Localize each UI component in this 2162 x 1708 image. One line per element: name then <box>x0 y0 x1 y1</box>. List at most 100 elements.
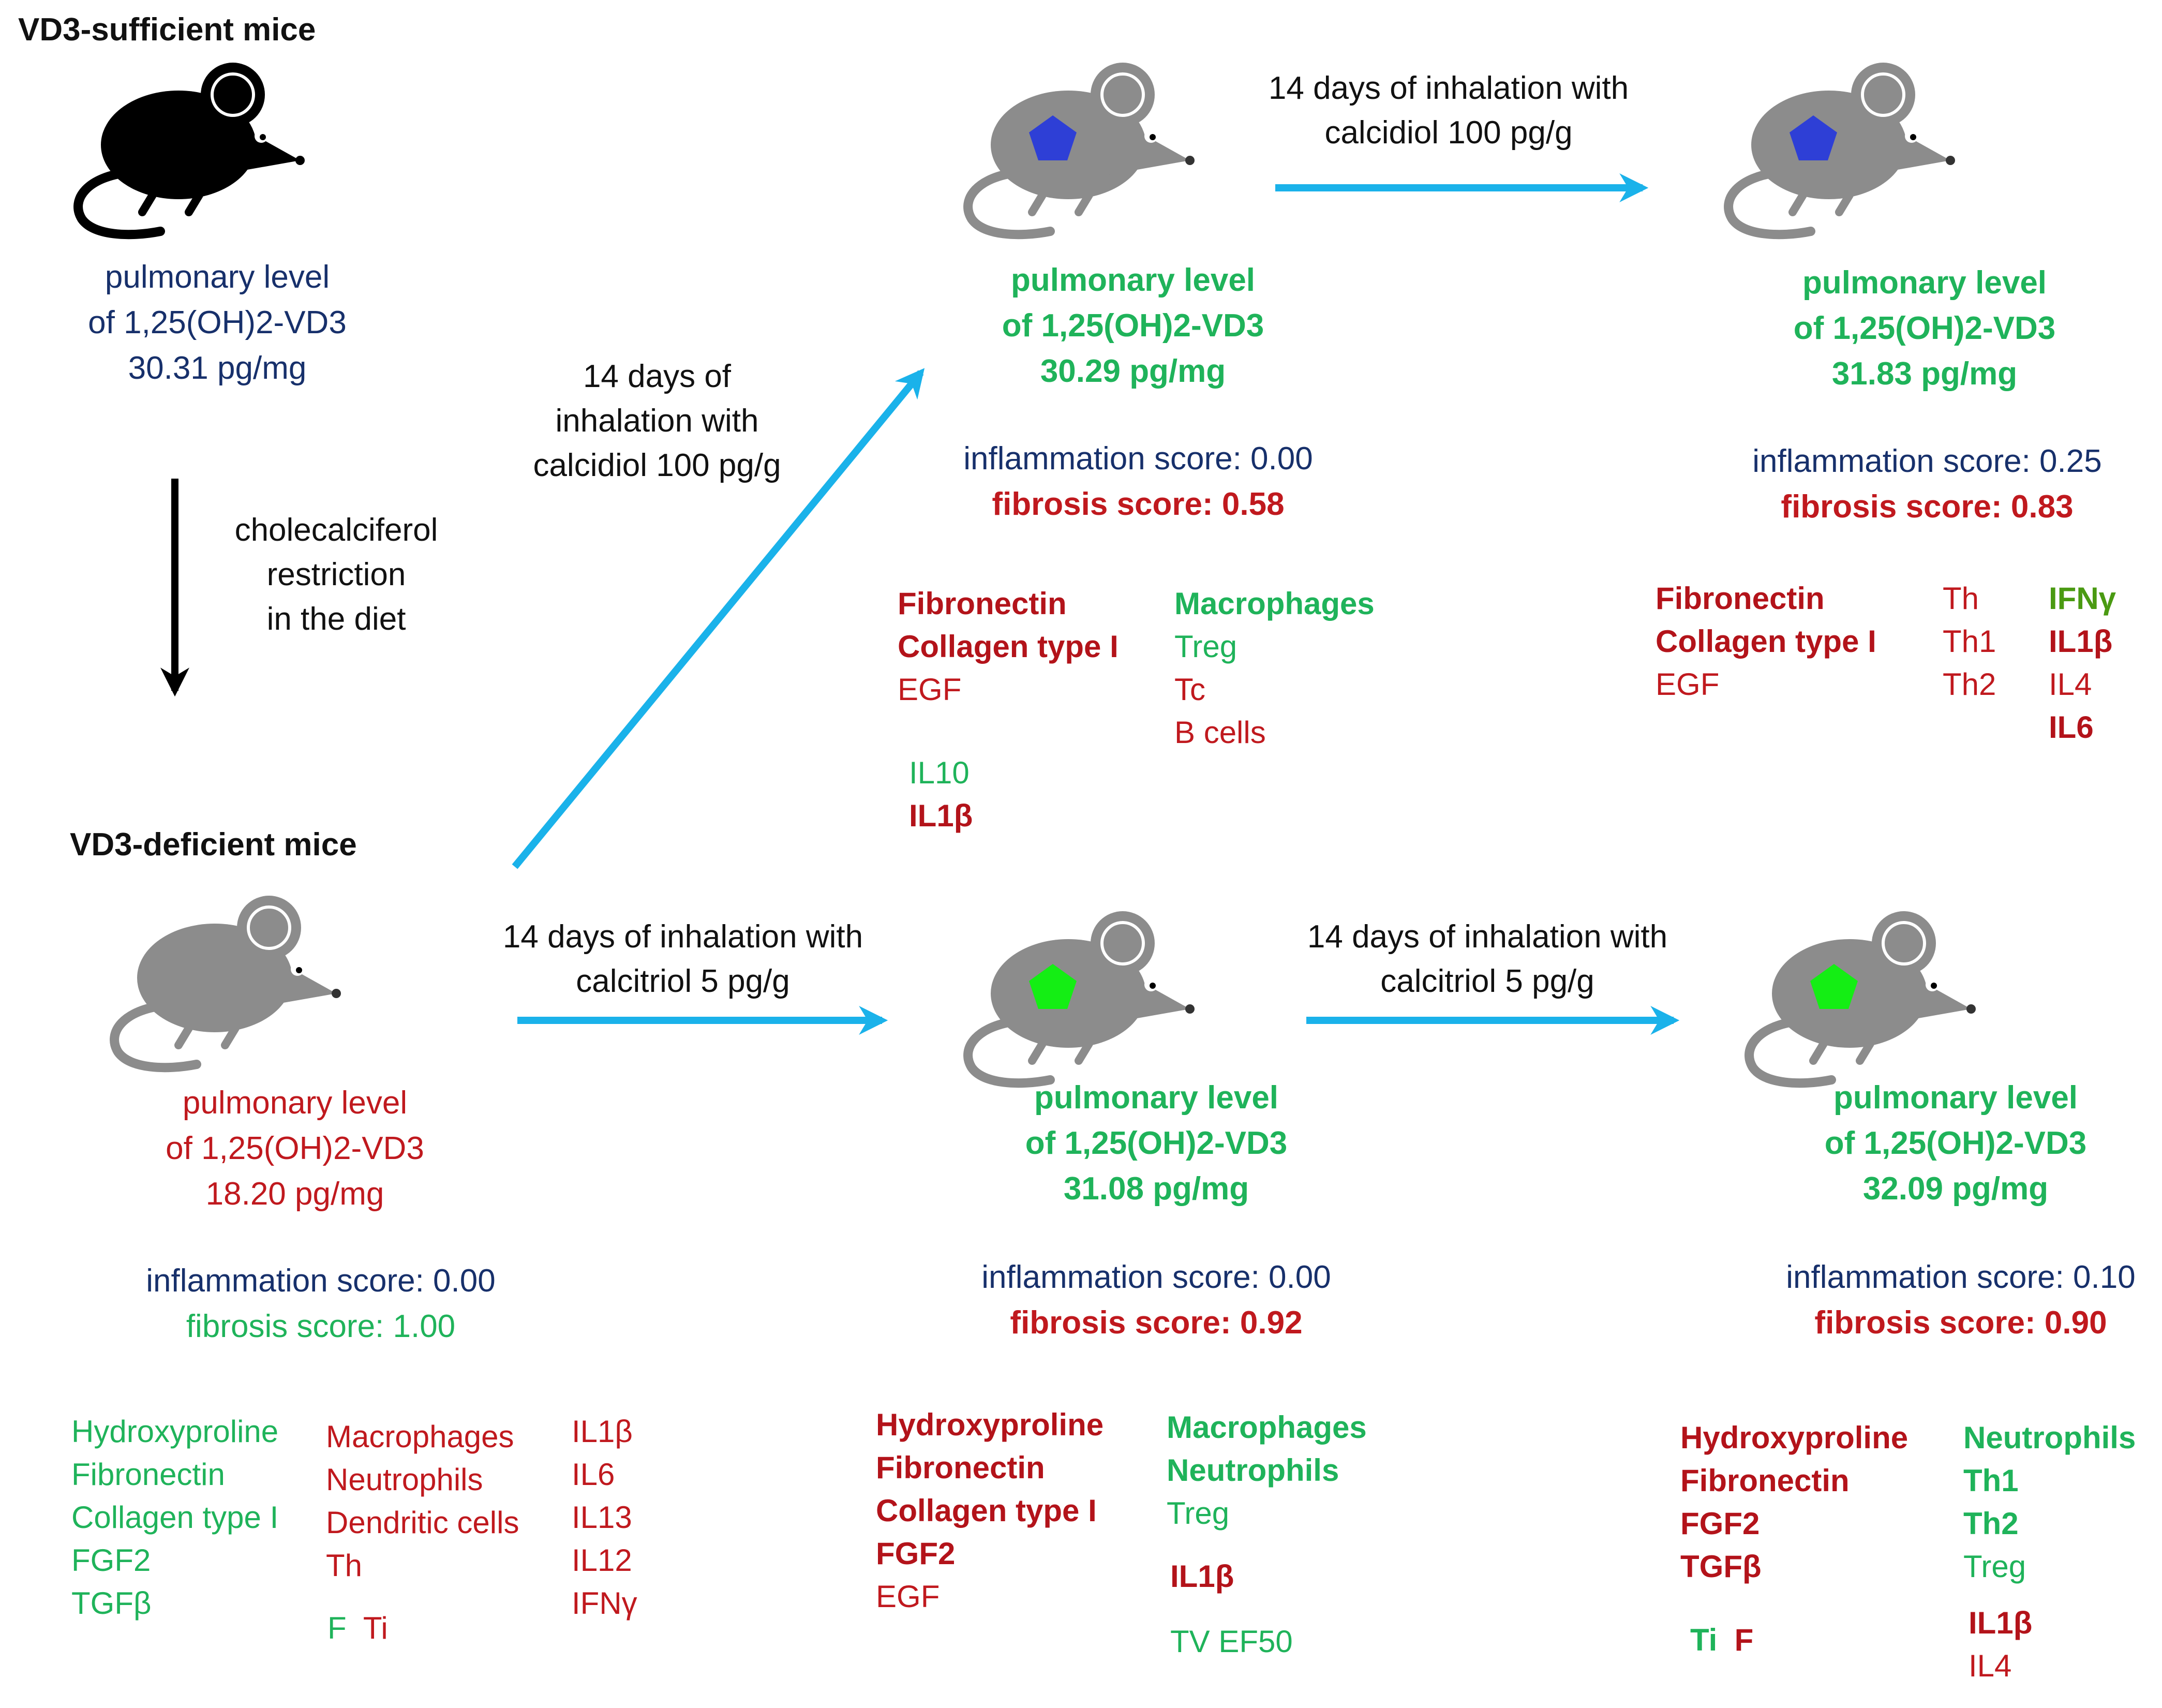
marker: B cells <box>1174 715 1266 750</box>
marker: Th1 <box>1963 1463 2019 1498</box>
blue-pentagon-icon <box>1790 115 1837 160</box>
calcidiol-1-markers-col-2: Macrophages Treg Tc B cells <box>1174 582 1375 754</box>
level-line-3: 18.20 pg/mg <box>205 1176 384 1212</box>
marker: Hydroxyproline <box>1680 1420 1908 1455</box>
marker-f: F <box>327 1611 347 1645</box>
level-line-1: pulmonary level <box>1833 1080 2078 1116</box>
marker: Th2 <box>1943 667 1996 702</box>
grey-mouse-calcidiol-1-icon <box>963 63 1195 240</box>
marker: IL6 <box>2049 710 2094 745</box>
level-line-1: pulmonary level <box>105 259 330 295</box>
level-line-3: 30.29 pg/mg <box>1040 353 1226 389</box>
restriction-line-1: cholecalciferol <box>234 512 438 548</box>
marker-ti: Ti <box>1690 1623 1718 1657</box>
calcitriol-1-tv-ef50: TV EF50 <box>1170 1624 1293 1659</box>
calcitriol-1-markers-col-2: Macrophages Neutrophils Treg <box>1167 1406 1367 1535</box>
marker: Treg <box>1167 1496 1230 1531</box>
level-line-1: pulmonary level <box>182 1085 408 1121</box>
marker: Th1 <box>1943 624 1996 659</box>
deficient-level: pulmonary level of 1,25(OH)2-VD3 18.20 p… <box>114 1080 476 1217</box>
top-arrow-label: 14 days of inhalation with calcidiol 100… <box>1221 66 1676 155</box>
marker: Th2 <box>1963 1506 2019 1541</box>
level-line-2: of 1,25(OH)2-VD3 <box>1025 1125 1288 1161</box>
marker: Fibronectin <box>876 1450 1045 1485</box>
inflammation-score: inflammation score: 0.10 <box>1786 1259 2136 1295</box>
sufficient-title: VD3-sufficient mice <box>18 12 316 48</box>
marker: IL4 <box>1969 1648 2012 1683</box>
calcidiol-1-scores: inflammation score: 0.00 fibrosis score:… <box>854 436 1423 527</box>
calcidiol-1-level: pulmonary level of 1,25(OH)2-VD3 30.29 p… <box>952 258 1314 394</box>
marker-ti: Ti <box>363 1611 388 1645</box>
arrow-label-line-2: calcidiol 100 pg/g <box>1324 115 1573 151</box>
marker: Macrophages <box>1174 586 1375 621</box>
marker: Collagen type I <box>876 1493 1097 1528</box>
level-line-3: 31.83 pg/mg <box>1831 356 2018 392</box>
grey-mouse-calcitriol-1-icon <box>963 911 1195 1088</box>
marker: Neutrophils <box>1167 1453 1339 1488</box>
marker: Fibronectin <box>71 1457 225 1492</box>
calcidiol-1-markers-col-3: IL10 IL1β <box>909 751 973 837</box>
calcidiol-2-level: pulmonary level of 1,25(OH)2-VD3 31.83 p… <box>1743 260 2106 397</box>
inflammation-score: inflammation score: 0.00 <box>981 1259 1331 1295</box>
marker: IFNγ <box>572 1586 637 1621</box>
marker: Th <box>1943 581 1979 616</box>
marker: Collagen type I <box>1656 624 1876 659</box>
marker: IL12 <box>572 1543 632 1578</box>
marker: IL1β <box>1969 1606 2033 1640</box>
arrow-label-line-1: 14 days of <box>583 359 732 394</box>
restriction-line-2: restriction <box>266 557 406 592</box>
arrow-label-line-1: 14 days of inhalation with <box>1268 70 1629 106</box>
marker: Fibronectin <box>898 586 1067 621</box>
arrow-label-line-2: calcitriol 5 pg/g <box>1380 963 1594 999</box>
marker-f: F <box>1734 1623 1754 1657</box>
marker: Fibronectin <box>1680 1463 1850 1498</box>
middle-arrow-label: 14 days of inhalation with calcitriol 5 … <box>455 915 911 1004</box>
marker: Th <box>326 1548 363 1583</box>
calcitriol-1-il1b: IL1β <box>1170 1559 1234 1594</box>
marker: Hydroxyproline <box>71 1414 279 1449</box>
marker: Collagen type I <box>898 629 1119 664</box>
level-line-2: of 1,25(OH)2-VD3 <box>166 1131 424 1166</box>
calcidiol-diagonal-arrow <box>512 368 925 869</box>
fibrosis-score: fibrosis score: 1.00 <box>186 1309 456 1344</box>
marker: Macrophages <box>1167 1410 1367 1445</box>
marker: IL6 <box>572 1457 615 1492</box>
green-pentagon-icon <box>1810 964 1858 1009</box>
level-line-1: pulmonary level <box>1034 1080 1279 1116</box>
marker: Treg <box>1174 629 1237 664</box>
calcitriol-1-level: pulmonary level of 1,25(OH)2-VD3 31.08 p… <box>975 1075 1337 1212</box>
arrow-label-line-2: calcitriol 5 pg/g <box>576 963 790 999</box>
marker: Macrophages <box>326 1419 514 1454</box>
fibrosis-score: fibrosis score: 0.92 <box>1010 1305 1303 1341</box>
deficient-markers-col-1: Hydroxyproline Fibronectin Collagen type… <box>71 1410 278 1625</box>
right-arrow-label: 14 days of inhalation with calcitriol 5 … <box>1260 915 1715 1004</box>
calcitriol-2-level: pulmonary level of 1,25(OH)2-VD3 32.09 p… <box>1775 1075 2137 1212</box>
sufficient-level: pulmonary level of 1,25(OH)2-VD3 30.31 p… <box>36 255 398 391</box>
calcidiol-2-markers-col-3: IFNγ IL1β IL4 IL6 <box>2049 577 2116 749</box>
arrow-label-line-2: inhalation with <box>555 403 759 439</box>
inflammation-score: inflammation score: 0.00 <box>146 1263 496 1299</box>
blue-pentagon-icon <box>1029 115 1077 160</box>
arrow-label-line-1: 14 days of inhalation with <box>1307 919 1668 955</box>
marker: TGFβ <box>1680 1549 1762 1584</box>
marker: EGF <box>1656 667 1720 702</box>
restriction-label: cholecalciferol restriction in the diet <box>191 508 481 642</box>
calcitriol-1-markers-col-1: Hydroxyproline Fibronectin Collagen type… <box>876 1403 1104 1618</box>
fibrosis-score: fibrosis score: 0.83 <box>1781 489 2074 525</box>
marker: IL10 <box>909 755 970 790</box>
marker: TGFβ <box>71 1586 152 1621</box>
calcitriol-2-scores: inflammation score: 0.10 fibrosis score:… <box>1676 1255 2162 1346</box>
grey-mouse-deficient-icon <box>110 896 341 1073</box>
grey-mouse-calcitriol-2-icon <box>1744 911 1976 1088</box>
level-line-1: pulmonary level <box>1802 265 2047 301</box>
calcidiol-2-markers-col-1: Fibronectin Collagen type I EGF <box>1656 577 1876 706</box>
calcitriol-2-markers-col-2: Neutrophils Th1 Th2 Treg <box>1963 1416 2136 1588</box>
marker: Collagen type I <box>71 1500 279 1535</box>
marker: IL1β <box>572 1414 633 1449</box>
marker: FGF2 <box>71 1543 151 1578</box>
marker: Hydroxyproline <box>876 1407 1104 1442</box>
arrow-label-line-1: 14 days of inhalation with <box>502 919 863 955</box>
calcidiol-1-markers-col-1: Fibronectin Collagen type I EGF <box>898 582 1119 711</box>
level-line-3: 32.09 pg/mg <box>1862 1171 2049 1207</box>
